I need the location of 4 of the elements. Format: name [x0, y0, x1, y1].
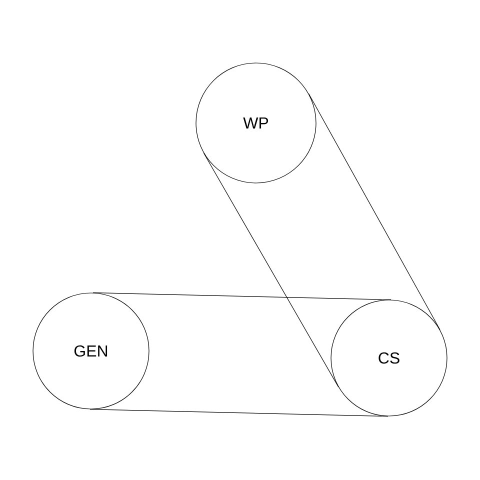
belt-line — [90, 409, 388, 417]
belt-line — [92, 292, 392, 300]
belt-line — [203, 152, 339, 388]
belt-line — [308, 93, 440, 330]
